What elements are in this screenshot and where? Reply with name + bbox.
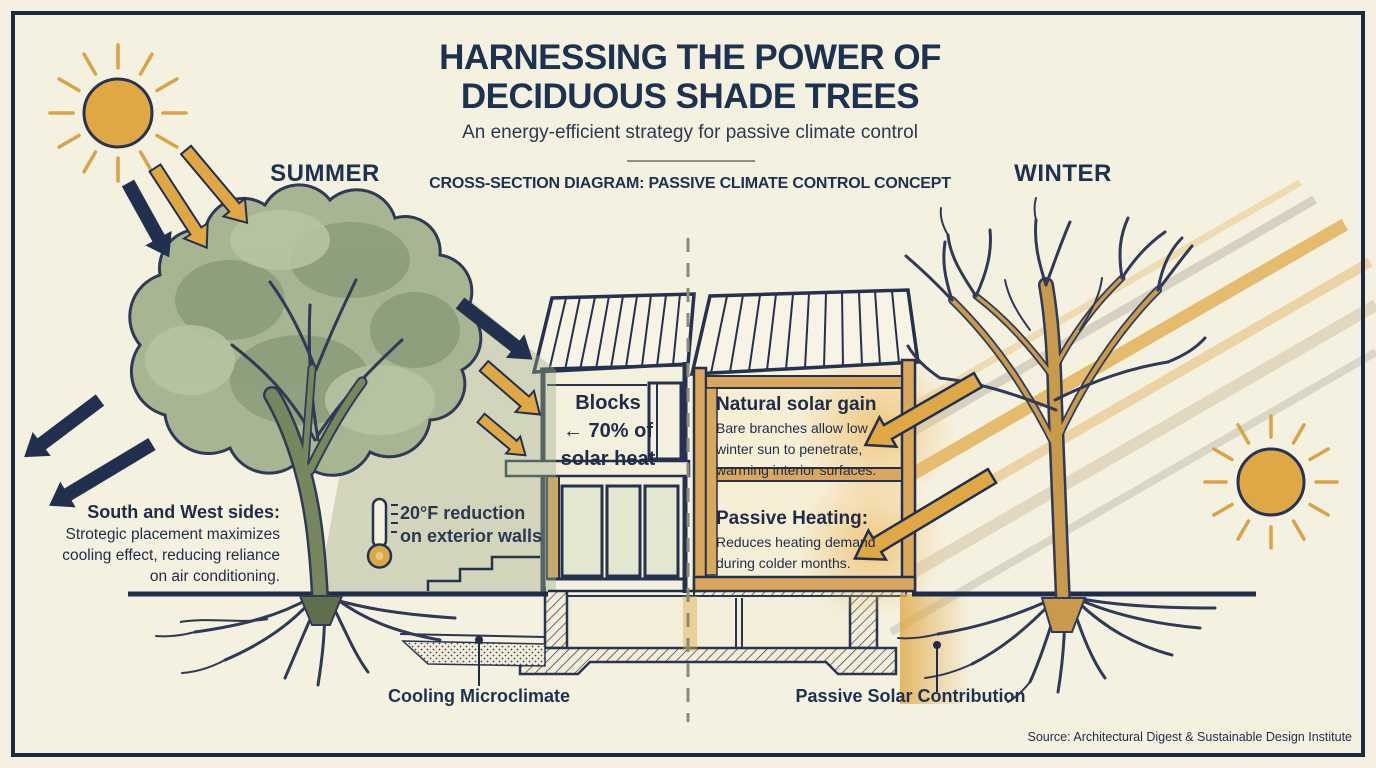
- page-title-line2: DECIDUOUS SHADE TREES: [460, 77, 920, 116]
- blocks-heat-callout: Blocks ← 70% of solar heat: [560, 392, 656, 470]
- cooling-microclimate-label: Cooling Microclimate: [387, 686, 571, 706]
- cooling-leader-line: [475, 636, 483, 686]
- natural-solar-gain-callout: Natural solar gain Bare branches allow l…: [716, 394, 877, 478]
- section-label: CROSS-SECTION DIAGRAM: PASSIVE CLIMATE C…: [429, 175, 951, 192]
- placement-note: South and West sides: Strotegic placemen…: [62, 502, 280, 585]
- ground-line: [128, 589, 1256, 597]
- summer-sun-arrows: [121, 144, 249, 258]
- cooling-breeze-arrows: [24, 394, 156, 508]
- passive-solar-contribution-label: Passive Solar Contribution: [795, 686, 1026, 706]
- temperature-reduction-note: 20°F reduction on exterior walls: [400, 503, 543, 546]
- winter-solar-gain-arrows: [852, 371, 998, 561]
- blocked-heat-arrows: [455, 297, 542, 457]
- summer-sun-icon: [48, 43, 188, 183]
- winter-label: WINTER: [1014, 160, 1112, 187]
- header-divider-line: [627, 160, 755, 162]
- exterior-steps: [426, 555, 540, 591]
- frame-border: [11, 11, 1365, 757]
- passive-solar-leader-line: [933, 641, 941, 692]
- summer-house: [504, 292, 696, 593]
- thermometer-icon: [366, 497, 398, 569]
- winter-sun-icon: [1203, 414, 1339, 550]
- winter-tree: [897, 197, 1217, 703]
- page-title-line1: HARNESSING THE POWER OF: [439, 38, 941, 77]
- source-credit: Source: Architectural Digest & Sustainab…: [1027, 730, 1352, 744]
- soil-layer-lines: [179, 618, 546, 638]
- summer-tree: [128, 183, 483, 687]
- page-title: HARNESSING THE POWER OF DECIDUOUS SHADE …: [348, 38, 1032, 116]
- summer-label: SUMMER: [270, 160, 380, 187]
- cooling-soil-stipple: [401, 640, 546, 667]
- page-subtitle: An energy-efficient strategy for passive…: [462, 122, 918, 143]
- passive-heating-callout: Passive Heating: Reduces heating demand …: [716, 508, 876, 571]
- passive-solar-soil: [683, 594, 970, 704]
